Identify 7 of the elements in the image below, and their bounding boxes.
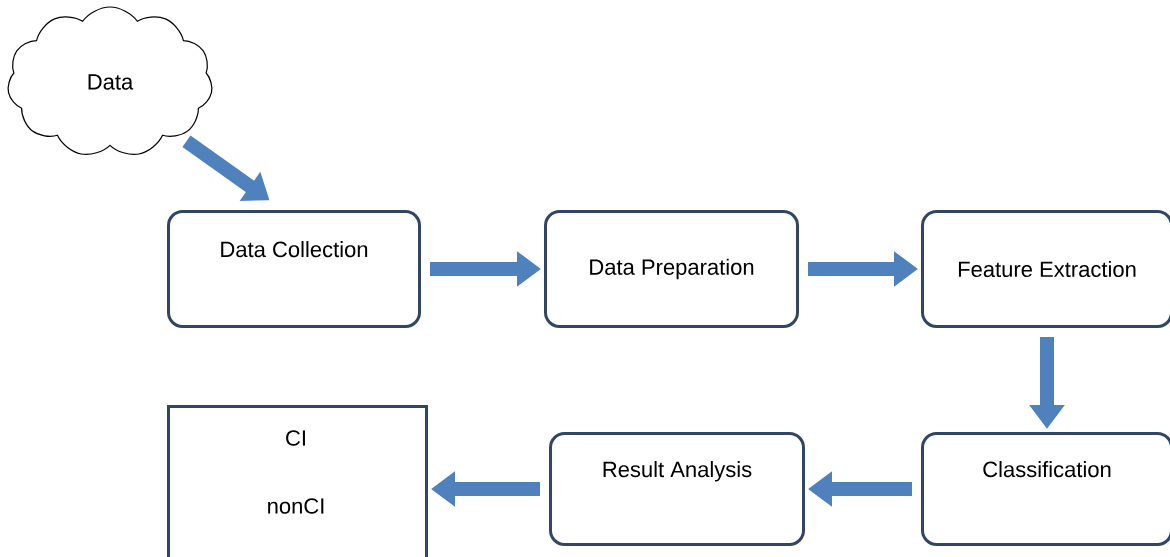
process-box: Feature Extraction [921,210,1170,328]
process-box: Data Collection [167,210,421,328]
process-box: Classification [921,432,1170,546]
label-text: CI [286,430,305,446]
process-box: Result Analysis [549,432,805,546]
label-text: nonCI [268,498,324,514]
process-box: Data Preparation [544,210,799,328]
